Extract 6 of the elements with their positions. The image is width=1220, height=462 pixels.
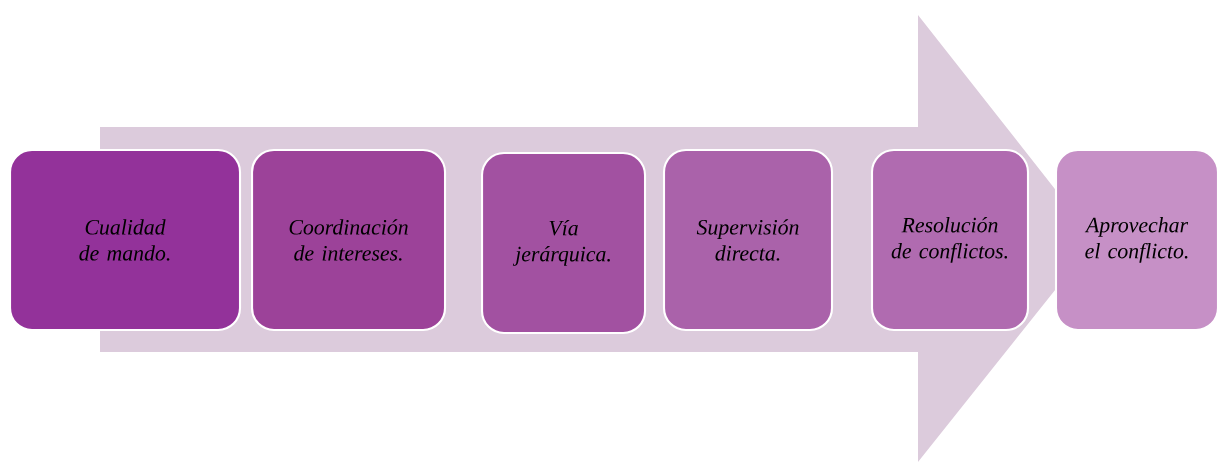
step-box: Cualidad de mando. bbox=[8, 148, 242, 332]
step-box: Supervisión directa. bbox=[662, 148, 834, 332]
step-box: Resolución de conflictos. bbox=[870, 148, 1030, 332]
step-box: Aprovechar el conflicto. bbox=[1054, 148, 1220, 332]
step-box: Vía jerárquica. bbox=[480, 151, 647, 335]
step-box: Coordinación de intereses. bbox=[250, 148, 447, 332]
